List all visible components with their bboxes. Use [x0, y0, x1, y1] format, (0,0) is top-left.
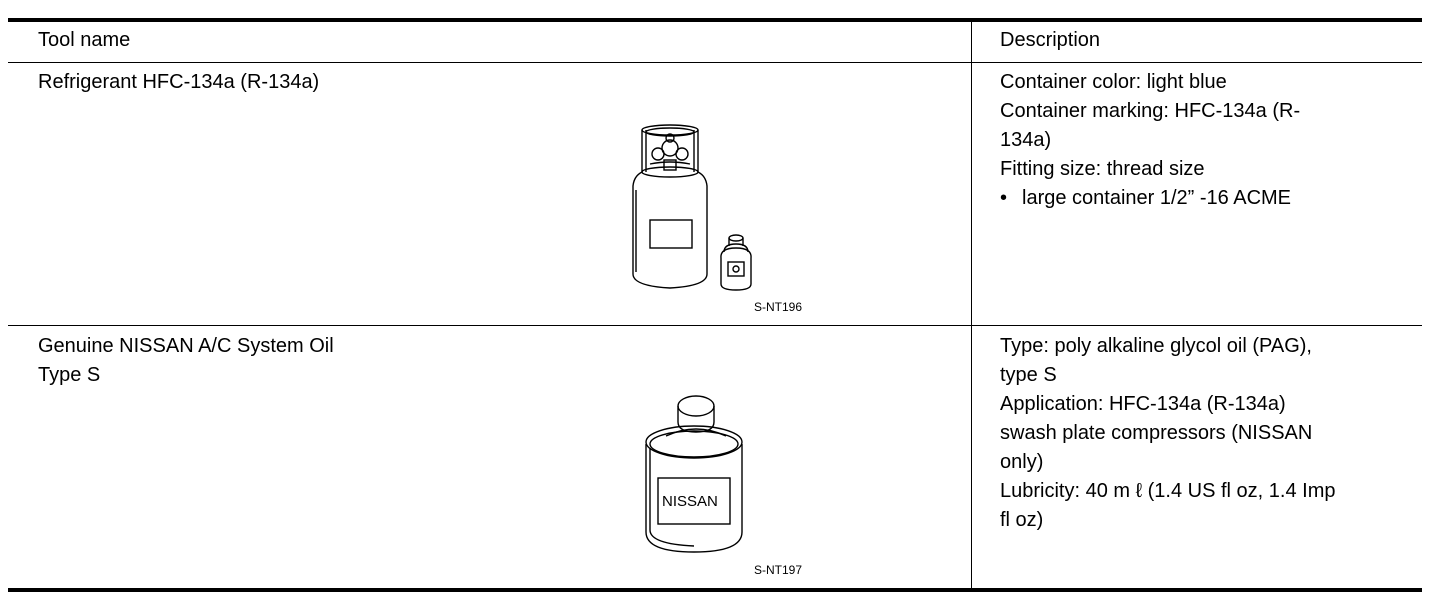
figure-code-sn197: S-NT197: [754, 563, 803, 577]
tool-name-line: Type S: [38, 364, 101, 386]
description-line: Container color: light blue: [1000, 71, 1227, 93]
bullet-dot: •: [1000, 187, 1008, 209]
description-line: swash plate compressors (NISSAN: [1000, 422, 1313, 444]
tool-name-line: Refrigerant HFC-134a (R-134a): [38, 71, 320, 93]
description-line: Lubricity: 40 m ℓ (1.4 US fl oz, 1.4 Imp: [1000, 480, 1336, 502]
description-bullet: • large container 1/2” -16 ACME: [1000, 184, 1400, 213]
header-divider: [8, 62, 1422, 63]
table-bottom-rule: [8, 588, 1422, 592]
description-line: fl oz): [1000, 509, 1044, 531]
description-line: 134a): [1000, 129, 1052, 151]
row-divider: [8, 325, 1422, 326]
header-tool-name: Tool name: [38, 29, 131, 51]
description-line: Container marking: HFC-134a (R-: [1000, 100, 1301, 122]
column-divider: [971, 22, 972, 588]
tool-name-refrigerant: Refrigerant HFC-134a (R-134a): [38, 68, 319, 97]
description-line: type S: [1000, 364, 1057, 386]
description-line: only): [1000, 451, 1044, 473]
tool-name-oil: Genuine NISSAN A/C System Oil Type S: [38, 332, 334, 390]
refrigerant-containers-illustration: [632, 124, 752, 291]
description-line: Application: HFC-134a (R-134a): [1000, 393, 1286, 415]
description-line: Fitting size: thread size: [1000, 158, 1205, 180]
description-line: Type: poly alkaline glycol oil (PAG),: [1000, 335, 1312, 357]
oil-can-illustration: NISSAN: [645, 395, 743, 553]
bullet-text: large container 1/2” -16 ACME: [1022, 187, 1292, 209]
table-top-rule: [8, 18, 1422, 22]
description-refrigerant: Container color: light blue Container ma…: [1000, 68, 1400, 213]
figure-code-sn196: S-NT196: [754, 300, 803, 314]
can-label-text: NISSAN: [662, 493, 718, 510]
tool-name-line: Genuine NISSAN A/C System Oil: [38, 335, 334, 357]
description-oil: Type: poly alkaline glycol oil (PAG), ty…: [1000, 332, 1400, 535]
header-description: Description: [1000, 29, 1101, 51]
